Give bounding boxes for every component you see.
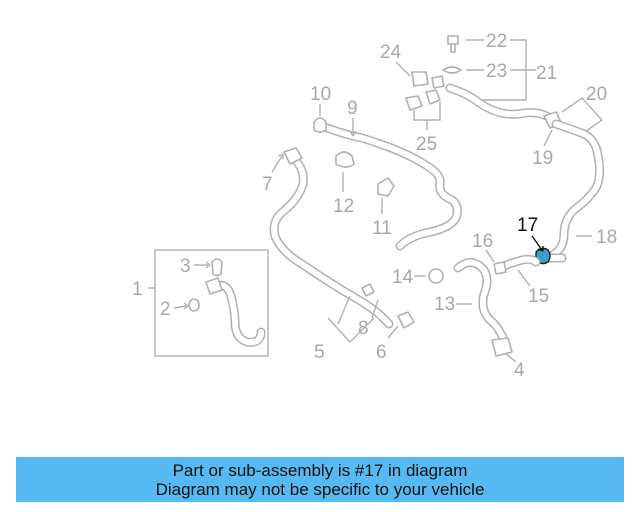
callout-12: 12 xyxy=(333,196,354,217)
part-14-o-ring xyxy=(428,268,444,284)
banner-line-2: Diagram may not be specific to your vehi… xyxy=(155,479,485,499)
callout-23: 23 xyxy=(486,61,507,82)
part-8-clamp xyxy=(361,283,375,297)
callout-3: 3 xyxy=(180,256,191,277)
part-11-connector xyxy=(377,177,395,197)
callout-4: 4 xyxy=(514,360,525,381)
part-7-connector xyxy=(283,147,303,165)
callout-9: 9 xyxy=(347,98,358,119)
part-10-clip xyxy=(313,117,327,133)
callout-17: 17 xyxy=(517,215,538,236)
banner-line-1: Part or sub-assembly is #17 in diagram xyxy=(172,460,468,480)
part-24-elbow xyxy=(411,71,429,87)
part-24b-elbow xyxy=(431,75,445,89)
part-25-fittings xyxy=(405,89,441,111)
callout-18: 18 xyxy=(596,227,617,248)
callout-2: 2 xyxy=(160,299,171,320)
callout-19: 19 xyxy=(532,148,553,169)
callout-14: 14 xyxy=(392,267,414,288)
info-banner: Part or sub-assembly is #17 in diagram D… xyxy=(16,457,624,502)
part-1-group-box xyxy=(154,249,269,357)
callout-13: 13 xyxy=(434,294,455,315)
callout-11: 11 xyxy=(372,218,392,239)
part-16-clamp xyxy=(493,261,507,275)
callout-25: 25 xyxy=(416,134,437,155)
callout-16: 16 xyxy=(472,231,493,252)
callout-10: 10 xyxy=(310,84,331,105)
callout-24: 24 xyxy=(380,42,402,63)
parts-diagram: 1 2 3 7 6 8 5 9 10 12 11 22 23 21 24 xyxy=(132,31,617,381)
part-6-connector xyxy=(397,311,415,329)
callout-1: 1 xyxy=(132,279,143,300)
part-12-clamp xyxy=(335,151,355,168)
callout-6: 6 xyxy=(376,342,387,363)
part-2-o-ring xyxy=(188,298,200,312)
callout-22: 22 xyxy=(486,31,507,52)
callout-20: 20 xyxy=(586,84,607,105)
callout-7: 7 xyxy=(262,174,273,195)
part-3-clip xyxy=(211,258,223,277)
callout-21: 21 xyxy=(536,63,557,84)
part-23-o-ring xyxy=(442,66,462,74)
part-22-bolt xyxy=(447,35,459,53)
part-4-housing xyxy=(491,337,513,357)
callout-15: 15 xyxy=(528,286,549,307)
callout-5: 5 xyxy=(314,342,325,363)
